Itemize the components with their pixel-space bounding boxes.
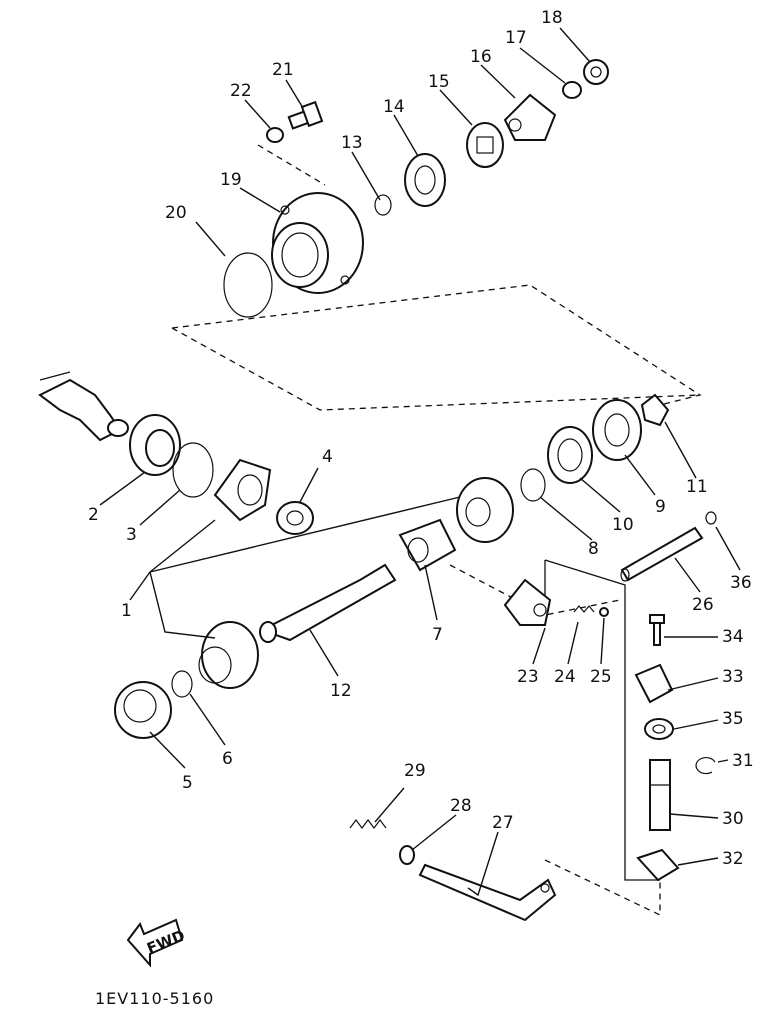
washer-8-part <box>520 468 546 502</box>
callout-19: 19 <box>220 170 242 190</box>
circlip-31-part <box>695 756 716 775</box>
callout-33: 33 <box>722 667 744 687</box>
washer-17-part <box>562 81 582 99</box>
shift-shaft-27-part <box>418 863 557 922</box>
callout-18: 18 <box>541 8 563 28</box>
bearing-2-part <box>129 414 181 476</box>
callout-13: 13 <box>341 133 363 153</box>
bushing-35-part <box>644 718 674 740</box>
callout-1: 1 <box>121 601 132 621</box>
callout-21: 21 <box>272 60 294 80</box>
leader-lines <box>99 27 741 897</box>
drawing-code: 1EV110-5160 <box>95 989 214 1008</box>
washer-28-part <box>399 845 415 865</box>
shaft-12-part <box>259 563 397 643</box>
callout-8: 8 <box>588 539 599 559</box>
callout-25: 25 <box>590 667 612 687</box>
callout-35: 35 <box>722 709 744 729</box>
bolt-34-part <box>649 614 665 646</box>
washer-6-part <box>171 670 193 698</box>
bevel-gear-upper-part <box>213 458 272 522</box>
callout-5: 5 <box>182 773 193 793</box>
callouts: 1 2 3 4 5 6 7 8 9 10 11 12 13 14 15 16 1… <box>88 8 754 869</box>
assembly-lines <box>171 144 702 917</box>
input-shaft-part <box>38 371 129 442</box>
callout-9: 9 <box>655 497 666 517</box>
callout-15: 15 <box>428 72 450 92</box>
housing-19-part <box>271 192 364 294</box>
bolt-21-part <box>287 100 324 130</box>
ball-25-part <box>599 607 609 617</box>
o-ring-20-part <box>223 252 273 318</box>
callout-12: 12 <box>330 681 352 701</box>
spring-24-part <box>573 605 595 613</box>
callout-34: 34 <box>722 627 744 647</box>
forward-direction-arrow: FWD <box>126 918 187 968</box>
callout-3: 3 <box>126 525 137 545</box>
parts <box>38 59 717 922</box>
clutch-7-part <box>398 518 457 572</box>
callout-16: 16 <box>470 47 492 67</box>
callout-20: 20 <box>165 203 187 223</box>
bevel-gear-lower-part <box>198 621 259 689</box>
callout-26: 26 <box>692 595 714 615</box>
nut-18-part <box>583 59 609 85</box>
bearing-5-part <box>114 681 172 739</box>
callout-24: 24 <box>554 667 576 687</box>
callout-7: 7 <box>432 625 443 645</box>
callout-2: 2 <box>88 505 99 525</box>
clip-11-part <box>640 393 670 427</box>
nut-4-part <box>276 501 314 535</box>
bearing-14-part <box>404 153 446 207</box>
shaft-26-part <box>620 526 704 582</box>
washer-22-part <box>266 127 284 143</box>
washer-13-part <box>374 194 392 216</box>
lever-32-part <box>636 848 680 882</box>
callout-32: 32 <box>722 849 744 869</box>
callout-22: 22 <box>230 81 252 101</box>
callout-4: 4 <box>322 447 333 467</box>
callout-27: 27 <box>492 813 514 833</box>
callout-30: 30 <box>722 809 744 829</box>
lever-33-part <box>634 663 674 704</box>
seal-15-part <box>466 122 504 168</box>
callout-10: 10 <box>612 515 634 535</box>
callout-11: 11 <box>686 477 708 497</box>
seal-9-part <box>592 399 642 461</box>
callout-6: 6 <box>222 749 233 769</box>
yoke-16-part <box>503 93 557 141</box>
shaft-30-part <box>649 759 671 831</box>
bearing-10-part <box>547 426 593 484</box>
shift-fork-23-part <box>503 578 552 626</box>
circlip-36-part <box>705 511 717 525</box>
callout-14: 14 <box>383 97 405 117</box>
callout-23: 23 <box>517 667 539 687</box>
spring-29-part <box>349 819 387 829</box>
callout-17: 17 <box>505 28 527 48</box>
callout-31: 31 <box>732 751 754 771</box>
bevel-gear-middle-part <box>456 477 514 543</box>
callout-36: 36 <box>730 573 752 593</box>
callout-29: 29 <box>404 761 426 781</box>
callout-28: 28 <box>450 796 472 816</box>
o-ring-3-part <box>172 442 214 498</box>
